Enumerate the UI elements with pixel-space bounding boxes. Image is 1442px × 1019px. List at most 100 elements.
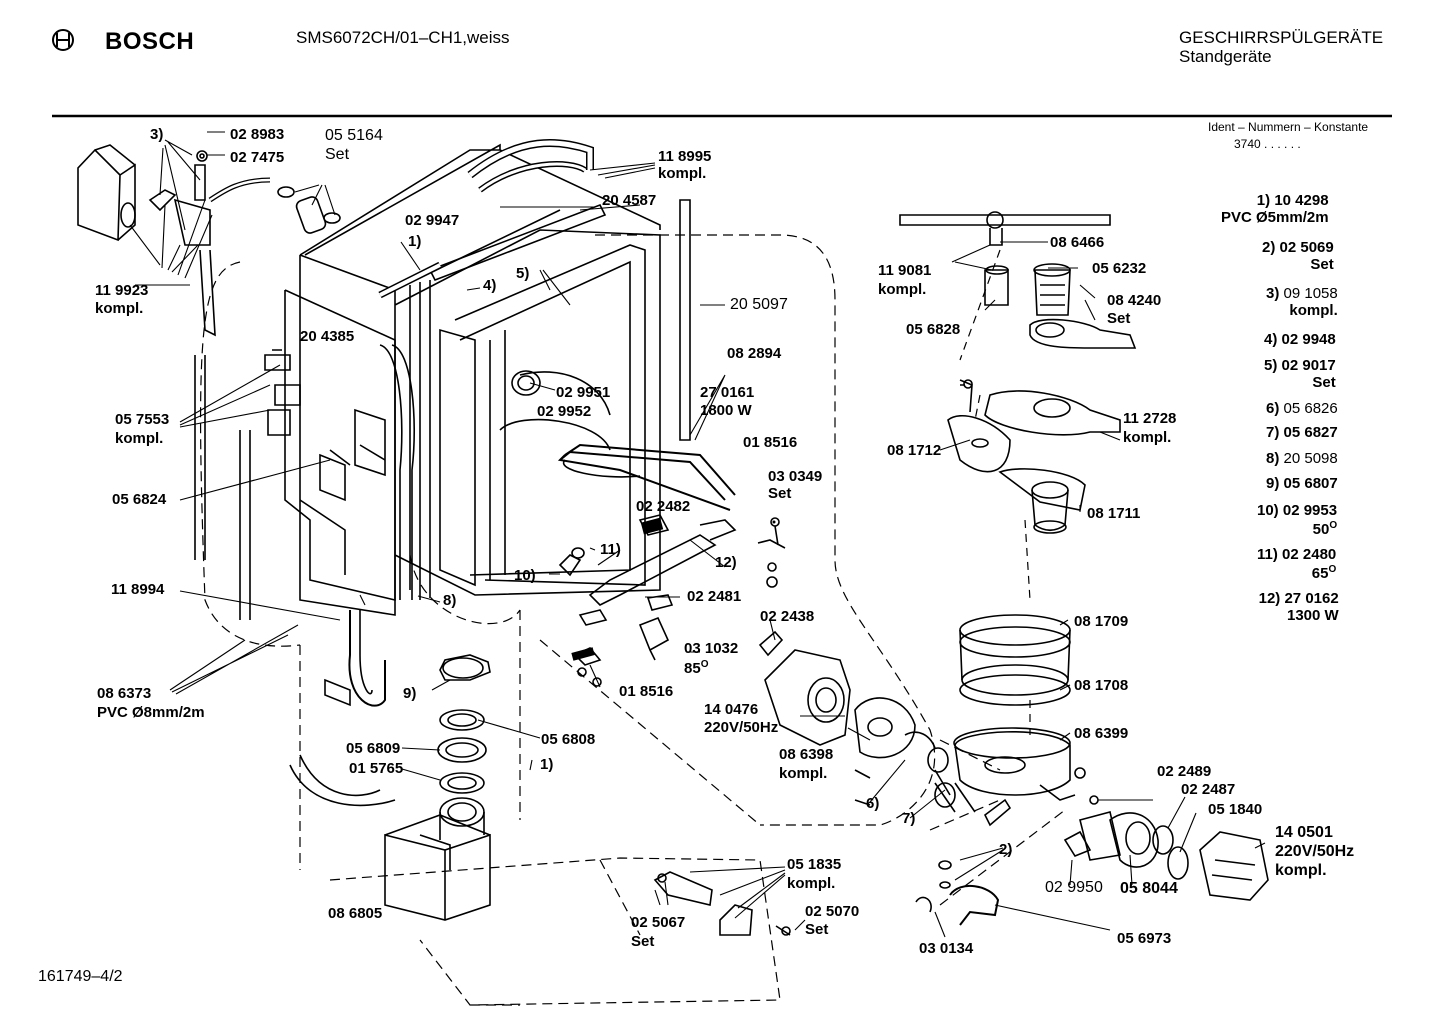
label-086805: 08 6805 — [328, 905, 383, 922]
label-140501-kompl: kompl. — [1275, 862, 1327, 879]
spray-arm-nut — [1029, 318, 1137, 349]
label-118995-kompl: kompl. — [658, 165, 707, 182]
leader-lines — [129, 131, 1266, 938]
label-9: 9) — [403, 685, 417, 702]
legend-item: 3) 09 1058 kompl. — [1266, 285, 1338, 319]
label-084240-set: Set — [1107, 310, 1131, 327]
drawing-number: 161749–4/2 — [38, 968, 123, 985]
label-057553-kompl: kompl. — [115, 430, 164, 447]
label-086398: 08 6398 — [779, 746, 834, 763]
label-082894: 08 2894 — [727, 345, 782, 362]
dashed-outline — [199, 234, 1066, 1006]
legend-item: 12) 27 0162 1300 W — [1258, 590, 1339, 624]
legend-item: 7) 05 6827 — [1266, 424, 1338, 441]
label-140501-volt: 220V/50Hz — [1275, 843, 1355, 860]
label-056973: 05 6973 — [1117, 930, 1172, 947]
label-205097: 20 5097 — [730, 296, 788, 313]
label-058044: 05 8044 — [1120, 880, 1178, 897]
label-018516-b: 01 8516 — [619, 683, 674, 700]
label-056808: 05 6808 — [541, 731, 596, 748]
label-270161: 27 0161 — [700, 384, 755, 401]
label-140476: 14 0476 — [704, 701, 759, 718]
label-086466: 08 6466 — [1050, 234, 1105, 251]
label-030349: 03 0349 — [768, 468, 823, 485]
drain-pump-motor — [1199, 831, 1269, 901]
label-056824: 05 6824 — [112, 491, 167, 508]
model-number: SMS6072CH/01–CH1,weiss — [296, 28, 510, 47]
legend-item: 8) 20 5098 — [1266, 450, 1338, 467]
label-5: 5) — [516, 265, 530, 282]
detergent-box-3 — [77, 144, 136, 242]
legend-item: 1) 10 4298 PVC Ø5mm/2m — [1221, 192, 1329, 226]
pump-motor — [764, 649, 851, 746]
legend-item: 4) 02 9948 — [1264, 331, 1336, 348]
label-022438: 02 2438 — [760, 608, 815, 625]
label-086373: 08 6373 — [97, 685, 152, 702]
spray-arm — [899, 214, 1111, 226]
label-7: 7) — [902, 810, 916, 827]
ident-value: 3740 . . . . . . — [1234, 137, 1301, 151]
label-118994: 11 8994 — [111, 581, 165, 598]
label-119923-kompl: kompl. — [95, 300, 144, 317]
category-title: GESCHIRRSPÜLGERÄTE — [1179, 28, 1384, 47]
label-084240: 08 4240 — [1107, 292, 1162, 309]
label-112728-kompl: kompl. — [1123, 429, 1172, 446]
label-027475: 02 7475 — [230, 149, 285, 166]
label-025067-set: Set — [631, 933, 655, 950]
label-4: 4) — [483, 277, 497, 294]
legend-item: 11) 02 2480 65O — [1257, 546, 1337, 582]
label-112728: 11 2728 — [1123, 410, 1177, 427]
sump-base — [384, 814, 491, 921]
label-030349-set: Set — [768, 485, 792, 502]
label-1-mid: 1) — [540, 756, 554, 773]
legend-item: 2) 02 5069 Set — [1262, 239, 1334, 273]
subcategory-title: Standgeräte — [1179, 47, 1272, 66]
label-056809: 05 6809 — [346, 740, 401, 757]
screw-icon — [772, 520, 776, 524]
label-056828: 05 6828 — [906, 321, 961, 338]
label-119081: 11 9081 — [878, 262, 932, 279]
label-140501: 14 0501 — [1275, 824, 1333, 841]
label-140476-volt: 220V/50Hz — [704, 719, 779, 736]
label-057553: 05 7553 — [115, 411, 170, 428]
label-015765: 01 5765 — [349, 760, 404, 777]
label-086373-pvc: PVC Ø8mm/2m — [97, 704, 205, 721]
label-025070-set: Set — [805, 921, 829, 938]
label-6: 6) — [866, 795, 880, 812]
label-025070: 02 5070 — [805, 903, 860, 920]
label-022489: 02 2489 — [1157, 763, 1212, 780]
label-056232: 05 6232 — [1092, 260, 1147, 277]
label-018516-a: 01 8516 — [743, 434, 798, 451]
brand-name: BOSCH — [105, 28, 195, 55]
label-12: 12) — [715, 554, 737, 571]
label-025067: 02 5067 — [631, 914, 686, 931]
label-081709: 08 1709 — [1074, 613, 1129, 630]
legend-item: 10) 02 9953 50O — [1257, 502, 1338, 538]
sump-housing — [954, 731, 1071, 796]
label-270161-w: 1800 W — [700, 402, 752, 419]
label-022482: 02 2482 — [636, 498, 691, 515]
legend-item: 9) 05 6807 — [1266, 475, 1338, 492]
label-022487: 02 2487 — [1181, 781, 1236, 798]
label-11: 11) — [600, 541, 621, 558]
label-022481: 02 2481 — [687, 588, 742, 605]
label-029951: 02 9951 — [556, 384, 611, 401]
label-081712: 08 1712 — [887, 442, 942, 459]
label-204385: 20 4385 — [300, 328, 355, 345]
label-051840: 05 1840 — [1208, 801, 1263, 818]
label-030134: 03 0134 — [919, 940, 974, 957]
label-119923: 11 9923 — [95, 282, 149, 299]
label-051835: 05 1835 — [787, 856, 842, 873]
label-029952: 02 9952 — [537, 403, 592, 420]
label-3: 3) — [150, 126, 164, 143]
label-10: 10) — [514, 567, 536, 584]
label-055164-set: Set — [325, 146, 350, 163]
label-081708: 08 1708 — [1074, 677, 1129, 694]
label-051835-kompl: kompl. — [787, 875, 836, 892]
label-031032-temp: 85O — [684, 659, 709, 677]
label-055164: 05 5164 — [325, 127, 383, 144]
label-118995: 11 8995 — [658, 148, 712, 165]
label-086399: 08 6399 — [1074, 725, 1129, 742]
